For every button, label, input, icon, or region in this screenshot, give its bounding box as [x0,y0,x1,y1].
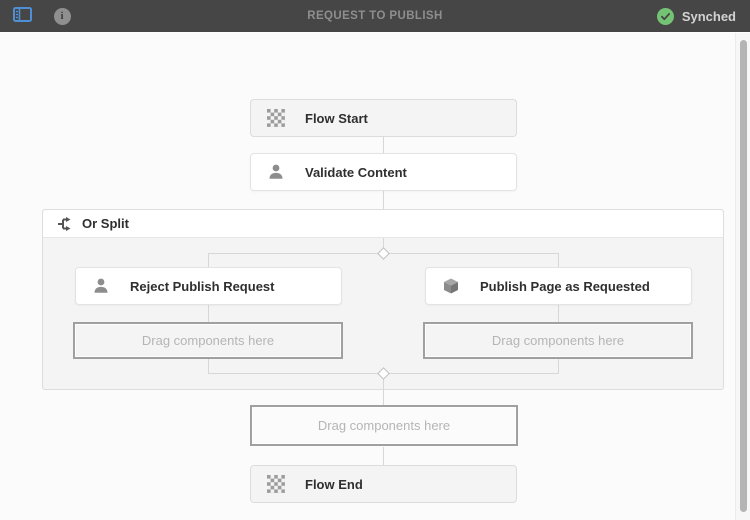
side-panel-icon [12,7,32,25]
node-label: Publish Page as Requested [480,278,650,294]
node-label: Flow Start [305,110,368,126]
node-reject-publish-request[interactable]: Reject Publish Request [75,267,342,305]
user-icon [92,277,110,295]
connector-line [208,254,209,267]
node-label: Reject Publish Request [130,278,275,294]
node-or-split[interactable]: Or Split [43,210,723,238]
flow-start-checker-icon [267,109,285,127]
connector-line [383,238,384,249]
connector-line [383,447,384,465]
dropzone-label: Drag components here [491,333,625,348]
connector-line [558,359,559,373]
connector-line [208,305,209,322]
flow-end-checker-icon [267,475,285,493]
dropzone-right-branch[interactable]: Drag components here [423,322,693,359]
node-label: Flow End [305,476,363,492]
connector-line [558,305,559,322]
connector-line [208,359,209,373]
vertical-scrollbar-track[interactable] [735,32,750,520]
connector-line [383,191,384,209]
sync-status-label: Synched [681,8,736,24]
sync-check-icon [656,7,674,25]
side-panel-toggle-button[interactable] [8,2,36,30]
connector-line [383,379,384,405]
connector-line [383,137,384,153]
vertical-scrollbar-thumb[interactable] [740,40,747,512]
split-icon [57,215,73,233]
dropzone-left-branch[interactable]: Drag components here [73,322,343,359]
connector-line [558,254,559,267]
dropzone-label: Drag components here [317,418,451,433]
component-cube-icon [442,277,460,295]
info-icon: i [53,7,71,25]
sync-status: Synched [656,0,736,32]
node-flow-start[interactable]: Flow Start [250,99,517,137]
dropzone-label: Drag components here [141,333,275,348]
info-button[interactable]: i [48,2,76,30]
node-flow-end[interactable]: Flow End [250,465,517,503]
node-validate-content[interactable]: Validate Content [250,153,517,191]
node-label: Validate Content [305,164,407,180]
top-toolbar: i REQUEST TO PUBLISH Synched [0,0,750,32]
node-label: Or Split [82,216,129,231]
node-publish-page-as-requested[interactable]: Publish Page as Requested [425,267,692,305]
dropzone-main[interactable]: Drag components here [250,405,518,446]
user-icon [267,163,285,181]
page-title: REQUEST TO PUBLISH [307,10,443,22]
